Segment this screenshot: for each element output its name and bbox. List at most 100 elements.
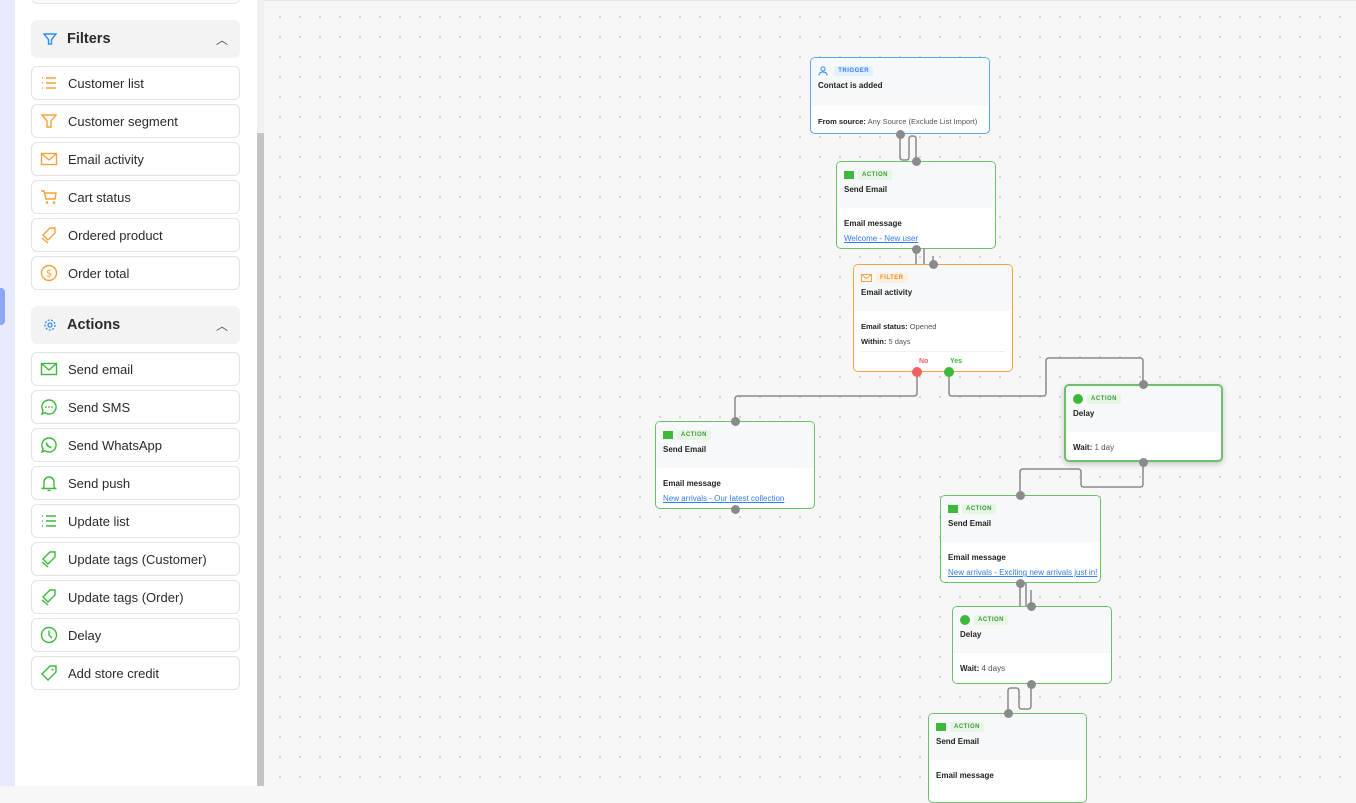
delay-node[interactable]: ACTION Delay Wait: 4 days xyxy=(952,606,1112,684)
dollar-icon: $ xyxy=(40,264,58,282)
sidebar-item-send-email[interactable]: Send email xyxy=(31,352,240,386)
connector-handle[interactable] xyxy=(928,259,938,269)
field-value: 5 days xyxy=(888,337,911,346)
actions-section-header[interactable]: Actions ︿ xyxy=(31,306,240,344)
email-message-link[interactable]: New arrivals - Exciting new arrivals jus… xyxy=(948,568,1098,577)
sidebar-scrollbar[interactable] xyxy=(257,0,264,786)
connector-handle[interactable] xyxy=(911,244,921,254)
connector-handle[interactable] xyxy=(1138,457,1148,467)
field-label: Wait: xyxy=(960,664,980,673)
sidebar-item-delay[interactable]: Delay xyxy=(31,618,240,652)
sidebar-item-send-sms[interactable]: Send SMS xyxy=(31,390,240,424)
sidebar-top-card xyxy=(31,0,240,4)
node-title: Send Email xyxy=(663,445,707,454)
node-title: Contact is added xyxy=(818,81,883,90)
chevron-up-icon[interactable]: ︿ xyxy=(215,32,228,47)
sidebar-item-label: Send SMS xyxy=(68,399,131,415)
sidebar-item-email-activity[interactable]: Email activity xyxy=(31,142,240,176)
connector-handle[interactable] xyxy=(1003,708,1013,718)
node-title: Email activity xyxy=(861,288,913,297)
envelope-icon xyxy=(844,171,854,179)
envelope-icon xyxy=(663,431,673,439)
action-tag: ACTION xyxy=(962,504,996,514)
connector-handle[interactable] xyxy=(895,129,905,139)
sidebar-item-label: Email activity xyxy=(68,151,144,167)
sidebar-item-label: Update tags (Order) xyxy=(68,589,184,605)
email-message-link[interactable]: New arrivals - Our latest collection xyxy=(663,494,785,503)
sidebar-item-customer-segment[interactable]: Customer segment xyxy=(31,104,240,138)
user-plus-icon xyxy=(818,66,828,76)
connector-handle[interactable] xyxy=(1015,490,1025,500)
yes-branch-label: Yes xyxy=(950,358,963,365)
scrollbar-thumb[interactable] xyxy=(257,133,264,786)
sidebar-item-update-tags-customer[interactable]: Update tags (Customer) xyxy=(31,542,240,576)
node-title: Delay xyxy=(960,630,982,639)
sidebar-item-ordered-product[interactable]: Ordered product xyxy=(31,218,240,252)
filters-section-header[interactable]: Filters ︿ xyxy=(31,20,240,58)
sidebar-item-add-store-credit[interactable]: Add store credit xyxy=(31,656,240,690)
sidebar-item-label: Send email xyxy=(68,361,134,377)
no-branch-handle[interactable] xyxy=(912,367,922,377)
list-icon xyxy=(40,74,58,92)
sidebar-item-send-whatsapp[interactable]: Send WhatsApp xyxy=(31,428,240,462)
cart-icon xyxy=(40,188,58,206)
field-label: Wait: xyxy=(1073,443,1093,452)
tags-icon xyxy=(40,226,58,244)
node-title: Send Email xyxy=(936,737,980,746)
field-value: 4 days xyxy=(981,664,1006,673)
tags-icon xyxy=(40,550,58,568)
connector-handle[interactable] xyxy=(730,416,740,426)
sidebar-item-update-tags-order[interactable]: Update tags (Order) xyxy=(31,580,240,614)
svg-text:$: $ xyxy=(46,269,52,280)
action-tag: ACTION xyxy=(858,170,892,180)
node-title: Delay xyxy=(1073,409,1095,418)
action-tag: ACTION xyxy=(950,722,984,732)
whatsapp-icon xyxy=(40,436,58,454)
sidebar-item-order-total[interactable]: $Order total xyxy=(31,256,240,290)
sidebar-item-label: Update list xyxy=(68,513,130,529)
actions-title: Actions xyxy=(67,317,121,333)
connector-handle[interactable] xyxy=(1015,578,1025,588)
connector-handle[interactable] xyxy=(1026,679,1036,689)
clock-icon xyxy=(40,626,58,644)
action-tag: ACTION xyxy=(677,430,711,440)
tag-icon xyxy=(40,664,58,682)
envelope-icon xyxy=(948,505,958,513)
rail-active-indicator xyxy=(0,288,5,325)
email-message-link[interactable]: Welcome - New user xyxy=(844,234,919,243)
field-label: Email status: xyxy=(861,322,908,331)
left-rail xyxy=(0,0,15,786)
sidebar-item-label: Ordered product xyxy=(68,227,163,243)
connector-handle[interactable] xyxy=(730,504,740,514)
yes-branch-handle[interactable] xyxy=(944,367,954,377)
bell-icon xyxy=(40,474,58,492)
chat-icon xyxy=(40,398,58,416)
sidebar-item-label: Delay xyxy=(68,627,102,643)
funnel-icon xyxy=(43,33,57,45)
tags-icon xyxy=(40,588,58,606)
field-value: 1 day xyxy=(1094,443,1115,452)
sidebar-item-send-push[interactable]: Send push xyxy=(31,466,240,500)
field-value: Any Source (Exclude List Import) xyxy=(867,117,978,126)
no-branch-label: No xyxy=(919,358,929,365)
sidebar-item-cart-status[interactable]: Cart status xyxy=(31,180,240,214)
sidebar-item-label: Cart status xyxy=(68,189,131,205)
trigger-tag: TRIGGER xyxy=(834,66,874,76)
action-tag: ACTION xyxy=(974,615,1008,625)
sidebar-item-customer-list[interactable]: Customer list xyxy=(31,66,240,100)
connector-handle[interactable] xyxy=(1026,601,1036,611)
sidebar-item-update-list[interactable]: Update list xyxy=(31,504,240,538)
chevron-up-icon[interactable]: ︿ xyxy=(215,318,228,333)
connector-handle[interactable] xyxy=(911,156,921,166)
connector-handle[interactable] xyxy=(1138,379,1148,389)
sidebar-item-label: Send WhatsApp xyxy=(68,437,162,453)
gear-icon xyxy=(44,319,56,331)
trigger-node[interactable]: TRIGGER Contact is added From source: An… xyxy=(810,57,990,134)
envelope-icon xyxy=(40,360,58,378)
